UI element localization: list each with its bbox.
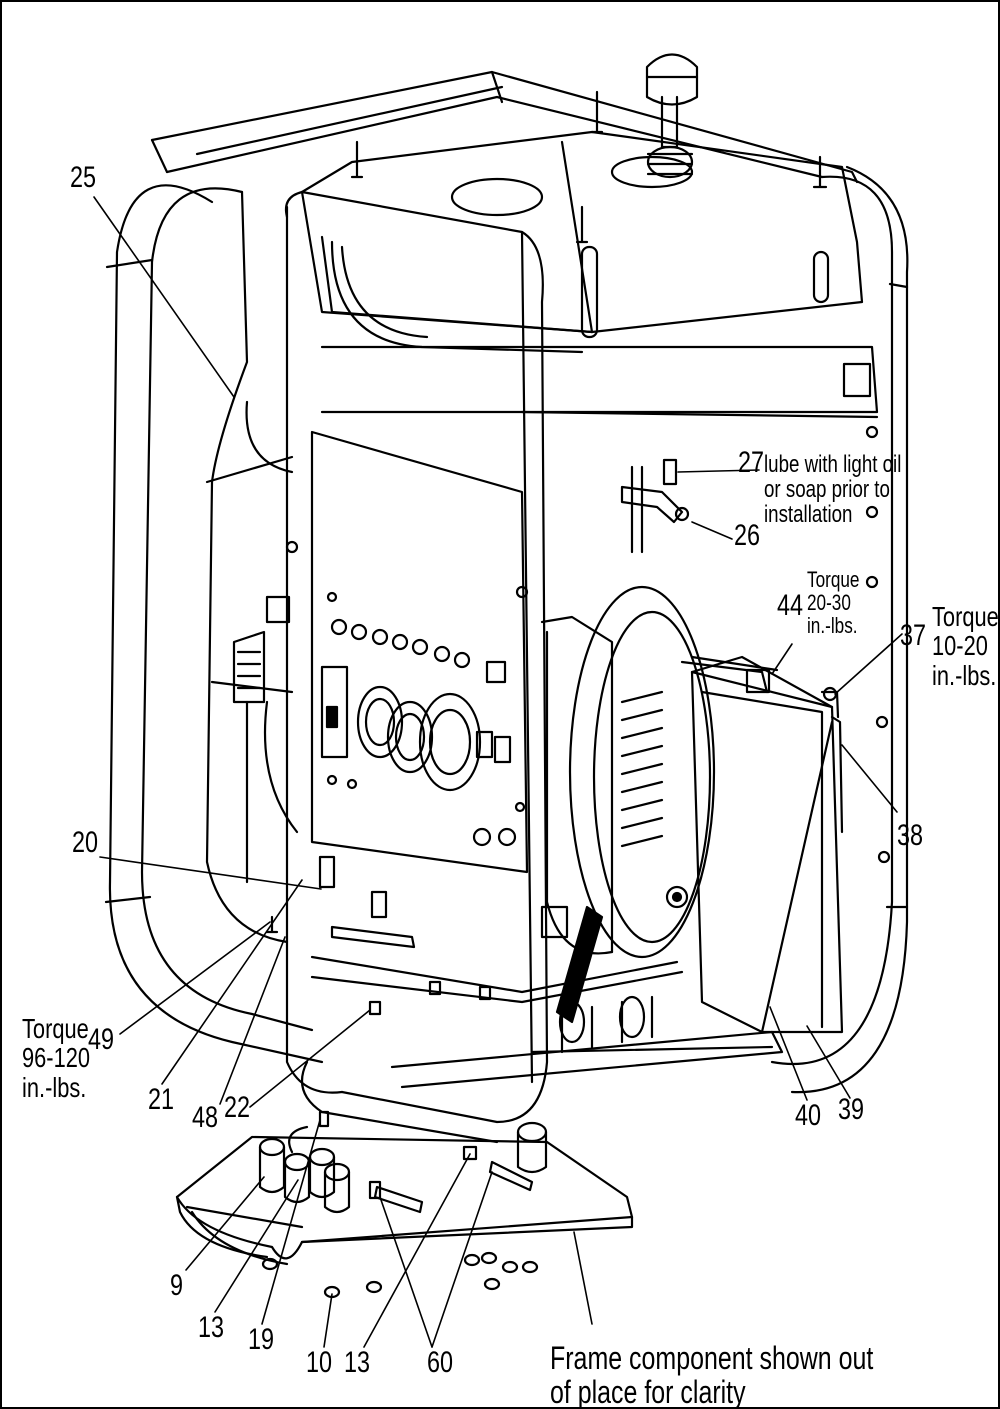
- engine-cover: [300, 130, 864, 354]
- torque-note-44: Torque 20-30 in.-lbs.: [807, 567, 860, 639]
- callout-22: 22: [224, 1091, 251, 1124]
- callout-27: 27: [738, 446, 765, 479]
- frame-bolts: [285, 90, 891, 864]
- callout-20: 20: [72, 826, 99, 859]
- detached-nuts: [261, 1251, 539, 1299]
- callout-39: 39: [838, 1093, 865, 1126]
- torque-note-37: Torque 10-20 in.-lbs.: [932, 601, 999, 691]
- battery-box: [680, 655, 844, 1034]
- vibration-mounts-upper: [265, 855, 492, 1016]
- battery-bracket: [690, 655, 779, 672]
- callout-38: 38: [897, 819, 924, 852]
- panel-outlets: [356, 685, 482, 792]
- detached-frame-plate: [175, 1135, 634, 1266]
- callout-37: 37: [900, 619, 927, 652]
- lube-note: lube with light oil or soap prior to ins…: [764, 451, 902, 529]
- callout-44: 44: [777, 589, 804, 622]
- lever-handle: [540, 905, 604, 1024]
- callout-10: 10: [306, 1346, 333, 1379]
- alternator: [540, 585, 716, 959]
- torque-note-49: Torque 96-120 in.-lbs.: [22, 1013, 91, 1103]
- bottom-rails: [310, 955, 784, 1089]
- frame-caption: Frame component shown out of place for c…: [550, 1340, 874, 1409]
- callout-13-left: 13: [198, 1311, 225, 1344]
- leader-lines: [93, 196, 903, 1348]
- stator-housing: [205, 190, 299, 944]
- fuel-valve: [620, 458, 690, 554]
- top-rails: [150, 70, 859, 184]
- left-frame-loop: [104, 184, 324, 1064]
- callout-19: 19: [248, 1323, 275, 1356]
- panel-knobs: [330, 618, 471, 669]
- callout-25: 25: [70, 161, 97, 194]
- control-panel: [310, 430, 529, 874]
- callout-26: 26: [734, 519, 761, 552]
- callout-9: 9: [170, 1269, 184, 1302]
- callout-60: 60: [427, 1346, 454, 1379]
- callout-40: 40: [795, 1099, 822, 1132]
- callout-48: 48: [192, 1101, 219, 1134]
- callout-21: 21: [148, 1083, 175, 1116]
- callout-13-center: 13: [344, 1346, 371, 1379]
- right-frame-loop: [770, 165, 909, 1094]
- callout-49: 49: [88, 1023, 115, 1056]
- fuel-cap: [610, 53, 699, 189]
- cross-bar: [320, 345, 879, 419]
